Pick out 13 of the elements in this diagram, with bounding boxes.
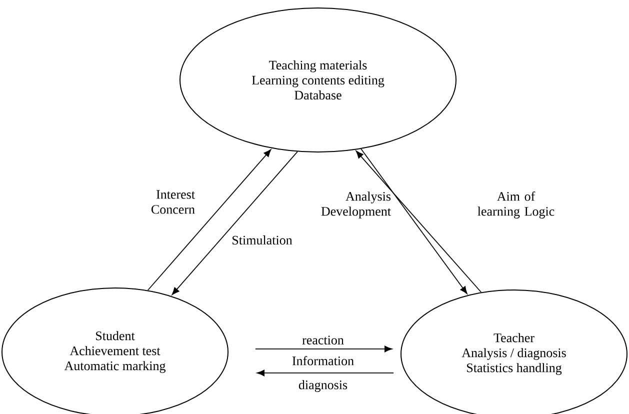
arrow — [356, 150, 482, 293]
ellipse-node: Teaching materials Learning contents editing Database — [180, 8, 456, 152]
arrow — [147, 149, 272, 291]
arrow — [360, 148, 468, 294]
edge-label: Interest Concern — [152, 190, 195, 214]
arrow — [256, 370, 394, 376]
arrow — [255, 346, 392, 352]
edge-label: Stimulation — [232, 235, 292, 245]
edge-label: Information diagnosis — [292, 356, 354, 392]
edge-label: Analysis Development — [321, 192, 391, 218]
edge-label: reaction — [302, 336, 344, 344]
edge-label: Aim of learning Logic — [478, 192, 554, 218]
arrow — [172, 151, 298, 296]
